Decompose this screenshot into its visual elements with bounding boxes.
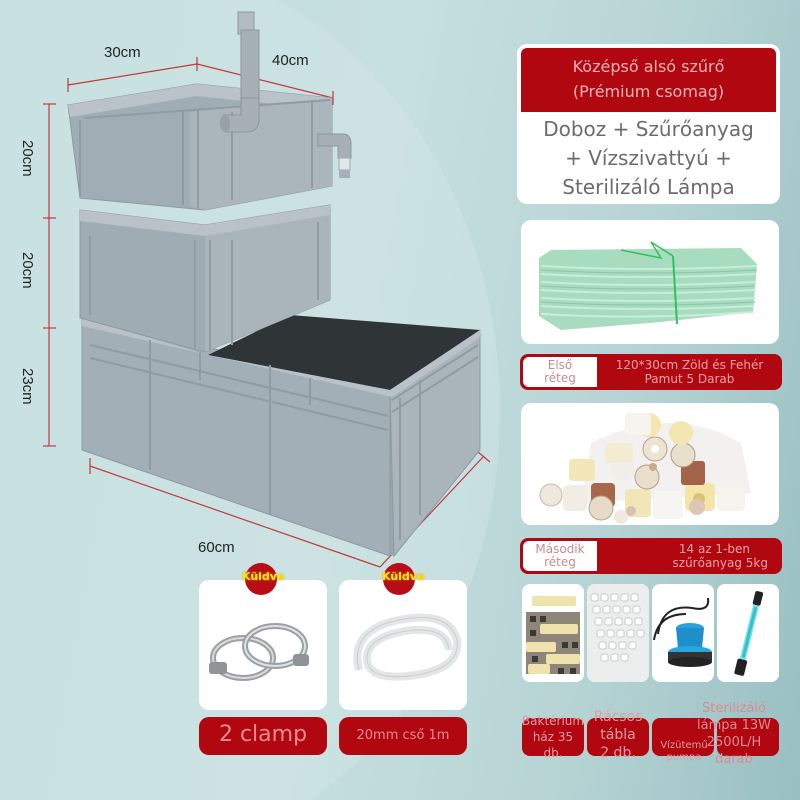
layer-2-tag-line-2: réteg xyxy=(544,555,576,569)
green-filter-pads-image xyxy=(521,220,779,344)
grid-plate-label-line-2: tábla xyxy=(600,727,636,743)
package-banner: Középső alsó szűrő (Prémium csomag) xyxy=(521,48,776,112)
layer-1-desc-line-2: Pamut 5 Darab xyxy=(644,372,735,386)
uv-lamp-image xyxy=(717,584,779,682)
grid-plate-image xyxy=(587,584,649,682)
layer-1-bar: Első réteg 120*30cm Zöld és Fehér Pamut … xyxy=(520,354,782,390)
package-title-card: Középső alsó szűrő (Prémium csomag) Dobo… xyxy=(517,44,780,204)
contents-line-3: Sterilizáló Lámpa xyxy=(562,175,735,199)
bacteria-house-label-bg xyxy=(522,718,584,756)
banner-line-1: Középső alsó szűrő xyxy=(572,57,725,76)
dimension-length-label: 60cm xyxy=(198,539,235,556)
water-pump-image xyxy=(652,584,714,682)
water-pump-label-line-2: pumpa xyxy=(666,752,702,763)
dimension-depth-label: 40cm xyxy=(272,52,309,69)
hose-clamps-label: 2 clamp xyxy=(199,717,327,755)
layer-1-tag-line-2: réteg xyxy=(544,371,576,385)
layer-1-description: 120*30cm Zöld és Fehér Pamut 5 Darab xyxy=(597,358,782,386)
hose-clamps-image xyxy=(199,580,327,710)
uv-lamp-label-line-2: lámpa 13W xyxy=(697,718,771,733)
middle-box xyxy=(79,204,331,353)
layer-2-description: 14 az 1-ben szűrőanyag 5kg xyxy=(597,542,782,570)
bacteria-house-image xyxy=(522,584,584,682)
water-pump-label-bg xyxy=(652,718,714,756)
uv-lamp-label-line-3: 2500L/H xyxy=(706,735,762,750)
sent-badge-tube-text: Küldve xyxy=(382,570,425,583)
uv-lamp-label-line-1: Sterilizáló xyxy=(702,701,766,716)
top-box xyxy=(67,83,333,211)
dimension-width-label: 30cm xyxy=(104,44,141,61)
layer-2-desc-line-2: szűrőanyag 5kg xyxy=(672,556,768,570)
bacteria-house-label-line-1: Baktérium xyxy=(521,714,585,728)
package-contents: Doboz + Szűrőanyag + Vízszivattyú + Ster… xyxy=(517,112,780,202)
layer-2-bar: Második réteg 14 az 1-ben szűrőanyag 5kg xyxy=(520,538,782,574)
sent-badge-clamps xyxy=(245,563,277,595)
dimension-height-upper-label: 20cm xyxy=(19,140,36,177)
layer-1-desc-line-1: 120*30cm Zöld és Fehér xyxy=(615,358,764,372)
dimension-height-middle-label: 20cm xyxy=(19,252,36,289)
grid-plate-label-bg xyxy=(587,718,649,756)
ceramic-filter-media-image xyxy=(521,403,779,525)
dimension-height-lower-label: 23cm xyxy=(19,368,36,405)
sent-badge-tube xyxy=(383,563,415,595)
water-pump-label: Vízütemű pumpa xyxy=(650,740,718,764)
uv-lamp-label-line-4: darab xyxy=(715,752,753,767)
filter-box-illustration xyxy=(43,11,491,568)
bacteria-house-label: Baktérium ház 35 db. xyxy=(518,713,588,761)
uv-lamp-label: Sterilizáló lámpa 13W 2500L/H darab xyxy=(688,700,780,768)
grid-plate-label-line-1: Rácsos xyxy=(593,709,643,725)
grid-plate-label-line-3: 2 db. xyxy=(600,745,636,761)
uv-lamp-label-bg xyxy=(717,718,779,756)
bacteria-house-label-line-3: db. xyxy=(543,746,563,760)
contents-line-2: + Vízszivattyú + xyxy=(565,146,732,170)
bacteria-house-label-line-2: ház 35 xyxy=(532,730,574,744)
bottom-box xyxy=(81,315,482,558)
layer-2-tag-line-1: Második xyxy=(535,542,585,556)
sent-badge-clamps-text: Küldve xyxy=(242,570,285,583)
silicone-tube-image xyxy=(339,580,467,710)
grid-plate-label: Rácsos tábla 2 db. xyxy=(585,708,651,762)
pvc-pipes xyxy=(220,11,352,178)
water-pump-label-line-1: Vízütemű xyxy=(660,740,708,751)
contents-line-1: Doboz + Szűrőanyag xyxy=(543,117,754,141)
layer-1-tag: Első réteg xyxy=(523,357,597,387)
layer-2-desc-line-1: 14 az 1-ben xyxy=(678,542,750,556)
layer-1-tag-line-1: Első xyxy=(547,358,573,372)
silicone-tube-label: 20mm cső 1m xyxy=(339,717,467,755)
layer-2-tag: Második réteg xyxy=(523,541,597,571)
dimension-lines xyxy=(43,57,491,568)
banner-line-2: (Prémium csomag) xyxy=(572,82,725,101)
